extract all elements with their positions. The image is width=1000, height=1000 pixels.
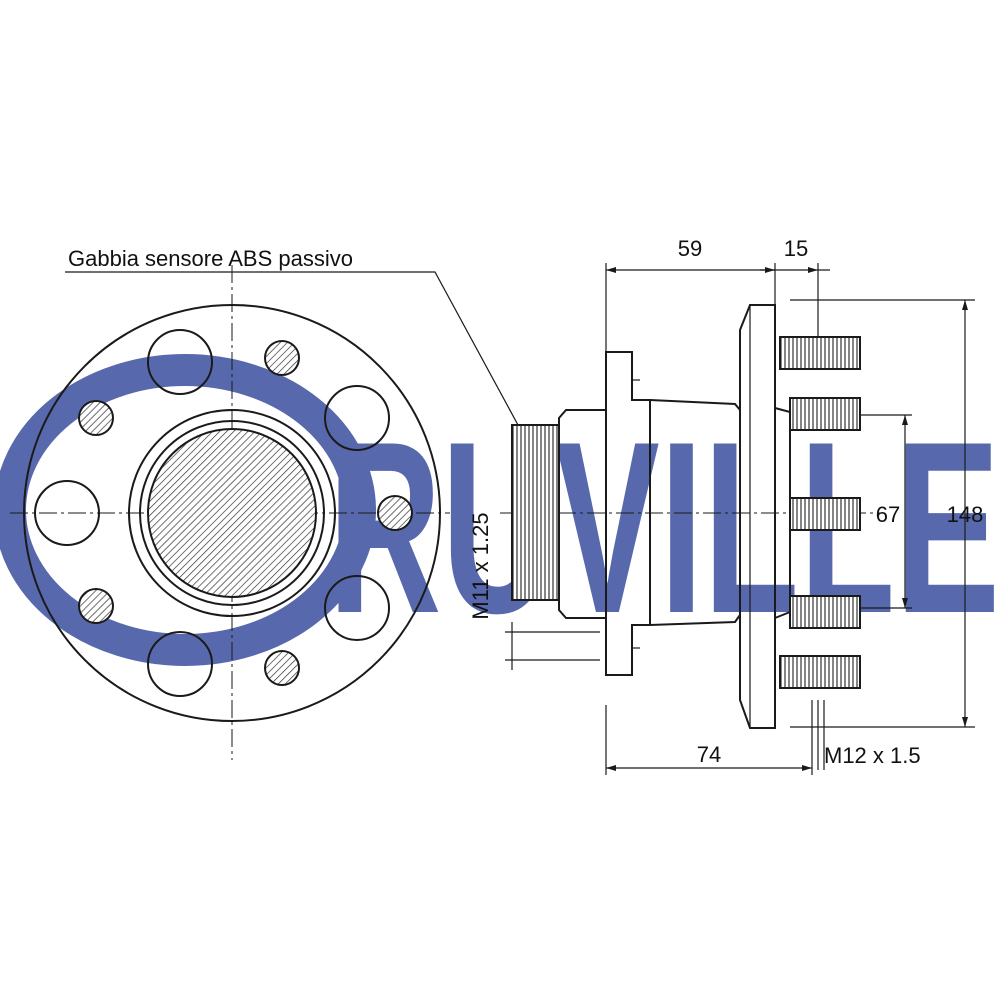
watermark-emblem [0, 354, 376, 666]
flange-large-holes [34, 329, 390, 697]
abs-sensor-callout-label: Gabbia sensore ABS passivo [68, 246, 353, 271]
abs-callout-leader [65, 271, 519, 426]
large-hole [324, 575, 390, 641]
center-hub [128, 409, 336, 617]
stud [377, 495, 413, 531]
large-hole [324, 385, 390, 451]
stud [78, 588, 114, 624]
wheel-studs-front [78, 340, 413, 686]
dim-label-flange-thickness: 15 [784, 236, 808, 261]
dim-label-hub-length: 59 [678, 236, 702, 261]
stud [264, 340, 300, 376]
dim-label-overall-length: 74 [697, 742, 721, 767]
stud [264, 650, 300, 686]
stud-side [789, 595, 861, 629]
large-hole [147, 329, 213, 395]
labels: Gabbia sensore ABS passivo 59 15 74 M12 … [68, 236, 983, 768]
side-view [65, 263, 975, 775]
stud-side [789, 497, 861, 531]
hub-outer-ring [128, 409, 336, 617]
dim-label-stud-thread: M12 x 1.5 [824, 743, 921, 768]
dim-label-pitch-circle: 67 [876, 502, 900, 527]
hub-center-cap [147, 428, 317, 598]
hub-inner-ring [139, 420, 325, 606]
watermark-text: RUVILLE [328, 390, 1000, 664]
dimension-lines [505, 263, 975, 775]
stud-side [779, 655, 861, 689]
stud-side [779, 336, 861, 370]
dim-arrows [808, 267, 818, 273]
large-hole [34, 480, 100, 546]
stud [78, 400, 114, 436]
dim-label-bearing-thread: M11 x 1.25 [468, 512, 493, 619]
front-view [10, 265, 450, 760]
abs-sensor-ring [511, 424, 560, 601]
flange-outer-circle [23, 304, 441, 722]
large-hole [147, 631, 213, 697]
wheel-studs-side [779, 336, 861, 689]
stud-side [789, 397, 861, 431]
dim-label-flange-diameter: 148 [947, 502, 984, 527]
